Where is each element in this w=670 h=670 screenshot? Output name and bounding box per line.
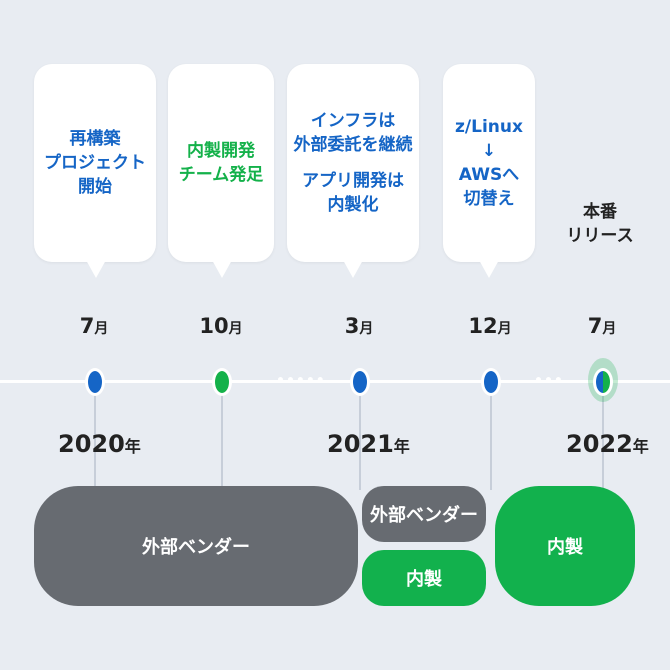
phase-label: 外部ベンダー	[370, 505, 478, 526]
milestone-bubble-aws-switch: z/Linux ↓ AWSへ 切替え	[443, 64, 535, 278]
release-label: 本番 リリース	[560, 200, 640, 248]
bubble-text: チーム発足	[178, 165, 264, 185]
guide-line	[94, 394, 96, 490]
phase-label: 外部ベンダー	[142, 537, 250, 558]
phase-vendor: 外部ベンダー	[34, 486, 358, 606]
bubble-text: 切替え	[463, 189, 515, 209]
release-dot	[593, 368, 613, 396]
year-label: 2022年	[566, 430, 649, 458]
phase-inhouse-app: 内製	[362, 550, 486, 606]
release-text: 本番	[583, 202, 617, 222]
bubble-text: プロジェクト	[44, 153, 146, 173]
milestone-bubble-rebuild-start: 再構築 プロジェクト 開始	[34, 64, 156, 278]
bubble-text: z/Linux	[455, 117, 523, 137]
phase-inhouse: 内製	[495, 486, 635, 606]
milestone-dot	[212, 368, 232, 396]
arrow-down-icon: ↓	[481, 141, 497, 161]
phase-vendor-infra: 外部ベンダー	[362, 486, 486, 542]
month-label: 7月	[79, 314, 109, 338]
milestone-bubble-inhouse-app: インフラは 外部委託を継続 アプリ開発は 内製化	[287, 64, 419, 278]
bubble-text: アプリ開発は	[302, 171, 404, 191]
guide-line	[359, 394, 361, 490]
timeline-axis	[0, 380, 670, 383]
phase-label: 内製	[406, 569, 442, 590]
bubble-text: 内製開発	[187, 141, 255, 161]
year-label: 2021年	[327, 430, 410, 458]
month-label: 3月	[344, 314, 374, 338]
bubble-text: 再構築	[69, 129, 121, 149]
milestone-dot	[85, 368, 105, 396]
bubble-text: インフラは	[310, 111, 396, 131]
bubble-text: 外部委託を継続	[293, 135, 413, 155]
guide-line	[221, 394, 223, 490]
release-text: リリース	[566, 226, 634, 246]
timeline-gap-dots: •••••	[276, 373, 326, 389]
month-label: 10月	[199, 314, 243, 338]
milestone-bubble-team-launch: 内製開発 チーム発足	[168, 64, 274, 278]
guide-line	[602, 394, 604, 490]
milestone-dot	[350, 368, 370, 396]
year-label: 2020年	[58, 430, 141, 458]
timeline-gap-dots: •••	[534, 373, 564, 389]
guide-line	[490, 394, 492, 490]
month-label: 12月	[468, 314, 512, 338]
bubble-text: 内製化	[327, 195, 379, 215]
month-label: 7月	[587, 314, 617, 338]
bubble-text: AWSへ	[458, 165, 520, 185]
phase-label: 内製	[547, 537, 583, 558]
milestone-dot	[481, 368, 501, 396]
bubble-text: 開始	[78, 177, 112, 197]
